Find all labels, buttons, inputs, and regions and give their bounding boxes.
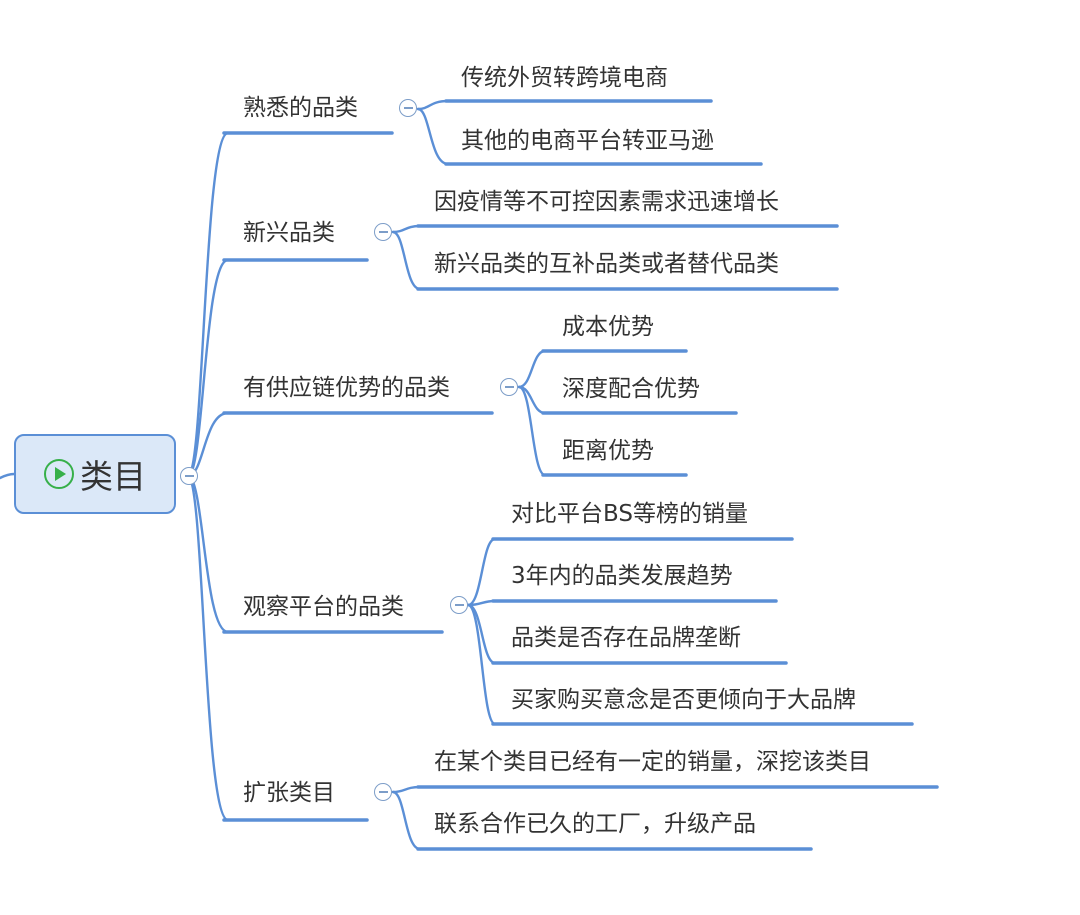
branch-topic-label: 观察平台的品类 <box>243 594 404 620</box>
leaf-topic-label: 新兴品类的互补品类或者替代品类 <box>434 251 779 277</box>
branch-topic-supply-chain-advantage[interactable]: 有供应链优势的品类 <box>243 373 450 403</box>
connector-lines <box>0 99 547 851</box>
leaf-topic[interactable]: 对比平台BS等榜的销量 <box>511 499 748 529</box>
branch-collapse-toggle[interactable] <box>374 783 392 801</box>
leaf-topic-label: 品类是否存在品牌垄断 <box>511 625 741 651</box>
leaf-topic[interactable]: 在某个类目已经有一定的销量，深挖该类目 <box>434 747 871 777</box>
root-topic[interactable]: 类目 <box>14 434 176 514</box>
branch-topic-label: 熟悉的品类 <box>243 95 358 121</box>
leaf-topic-label: 买家购买意念是否更倾向于大品牌 <box>511 687 856 713</box>
leaf-topic[interactable]: 品类是否存在品牌垄断 <box>511 623 741 653</box>
leaf-topic[interactable]: 传统外贸转跨境电商 <box>461 63 668 93</box>
leaf-topic[interactable]: 其他的电商平台转亚马逊 <box>461 126 714 156</box>
leaf-topic-label: 3年内的品类发展趋势 <box>511 563 733 589</box>
branch-collapse-toggle[interactable] <box>399 99 417 117</box>
leaf-topic-label: 传统外贸转跨境电商 <box>461 65 668 91</box>
branch-collapse-toggle[interactable] <box>500 378 518 396</box>
branch-topic-label: 新兴品类 <box>243 220 335 246</box>
leaf-topic-label: 对比平台BS等榜的销量 <box>511 501 748 527</box>
leaf-topic[interactable]: 联系合作已久的工厂，升级产品 <box>434 809 756 839</box>
leaf-topic[interactable]: 距离优势 <box>562 436 654 466</box>
leaf-topic[interactable]: 成本优势 <box>562 312 654 342</box>
leaf-topic-label: 深度配合优势 <box>562 376 700 402</box>
branch-collapse-toggle[interactable] <box>374 223 392 241</box>
root-topic-label: 类目 <box>80 457 146 496</box>
leaf-topic[interactable]: 因疫情等不可控因素需求迅速增长 <box>434 187 779 217</box>
leaf-topic-label: 成本优势 <box>562 314 654 340</box>
leaf-topic[interactable]: 买家购买意念是否更倾向于大品牌 <box>511 685 856 715</box>
play-circle-icon <box>44 459 74 489</box>
topic-underlines <box>222 99 939 851</box>
branch-topic-observe-platform[interactable]: 观察平台的品类 <box>243 592 404 622</box>
leaf-topic-label: 其他的电商平台转亚马逊 <box>461 128 714 154</box>
branch-collapse-toggle[interactable] <box>450 596 468 614</box>
branch-topic-label: 有供应链优势的品类 <box>243 375 450 401</box>
leaf-topic-label: 距离优势 <box>562 438 654 464</box>
branch-topic-label: 扩张类目 <box>243 780 335 806</box>
leaf-topic[interactable]: 深度配合优势 <box>562 374 700 404</box>
leaf-topic-label: 因疫情等不可控因素需求迅速增长 <box>434 189 779 215</box>
branch-topic-familiar-category[interactable]: 熟悉的品类 <box>243 93 358 123</box>
branch-topic-emerging-category[interactable]: 新兴品类 <box>243 218 335 248</box>
leaf-topic-label: 在某个类目已经有一定的销量，深挖该类目 <box>434 749 871 775</box>
leaf-topic[interactable]: 3年内的品类发展趋势 <box>511 561 733 591</box>
branch-topic-expand-category[interactable]: 扩张类目 <box>243 778 335 808</box>
leaf-topic[interactable]: 新兴品类的互补品类或者替代品类 <box>434 249 779 279</box>
leaf-topic-label: 联系合作已久的工厂，升级产品 <box>434 811 756 837</box>
root-collapse-toggle[interactable] <box>180 467 198 485</box>
